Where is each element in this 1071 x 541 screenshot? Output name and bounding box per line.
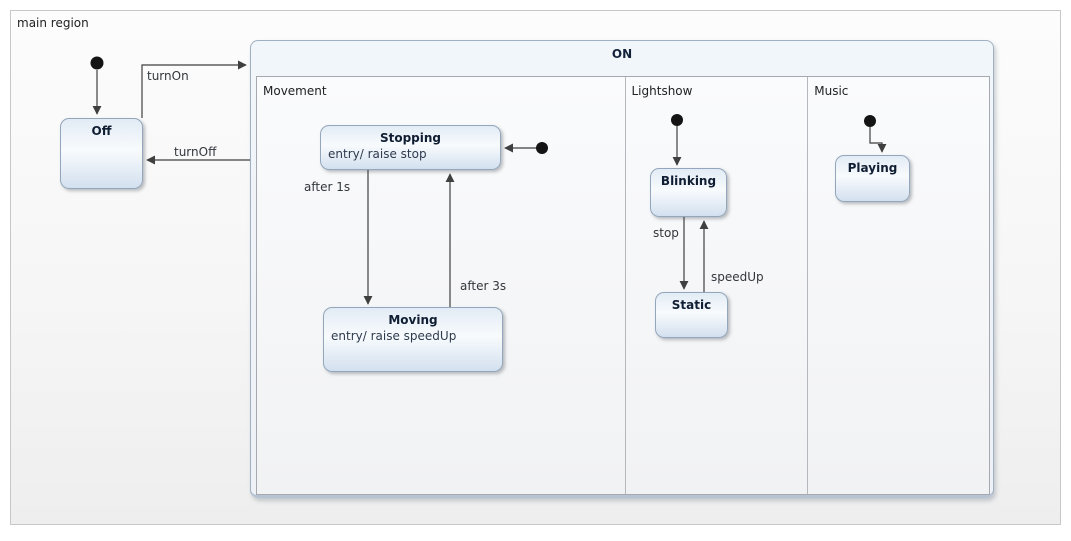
state-stopping-title: Stopping xyxy=(379,131,442,145)
state-playing-title: Playing xyxy=(847,161,898,175)
state-moving[interactable]: Moving entry/ raise speedUp xyxy=(323,307,503,372)
region-lightshow[interactable]: Lightshow xyxy=(624,77,808,494)
transition-label-speedUp[interactable]: speedUp xyxy=(711,270,764,284)
state-blinking-title: Blinking xyxy=(660,174,717,188)
region-movement[interactable]: Movement xyxy=(257,77,625,494)
state-blinking[interactable]: Blinking xyxy=(650,168,727,217)
state-static-title: Static xyxy=(671,298,712,312)
region-music-label: Music xyxy=(814,84,849,98)
state-stopping-entry: entry/ raise stop xyxy=(328,147,427,161)
state-off[interactable]: Off xyxy=(60,118,143,189)
state-static[interactable]: Static xyxy=(655,292,728,338)
transition-label-after-1s[interactable]: after 1s xyxy=(304,180,351,194)
transition-label-stop[interactable]: stop xyxy=(653,226,679,240)
state-on[interactable]: ON Movement Lightshow Music xyxy=(250,40,994,498)
state-playing[interactable]: Playing xyxy=(835,155,910,202)
region-movement-label: Movement xyxy=(263,84,327,98)
region-lightshow-label: Lightshow xyxy=(631,84,693,98)
state-on-title: ON xyxy=(611,47,633,61)
state-moving-entry: entry/ raise speedUp xyxy=(331,329,457,343)
region-music[interactable]: Music xyxy=(807,77,989,494)
transition-label-turnOff[interactable]: turnOff xyxy=(174,145,217,159)
main-region-label: main region xyxy=(17,16,89,30)
state-off-title: Off xyxy=(91,124,112,138)
state-stopping[interactable]: Stopping entry/ raise stop xyxy=(320,125,501,170)
transition-label-turnOn[interactable]: turnOn xyxy=(147,69,189,83)
state-moving-title: Moving xyxy=(388,313,438,327)
transition-label-after-3s[interactable]: after 3s xyxy=(460,279,507,293)
